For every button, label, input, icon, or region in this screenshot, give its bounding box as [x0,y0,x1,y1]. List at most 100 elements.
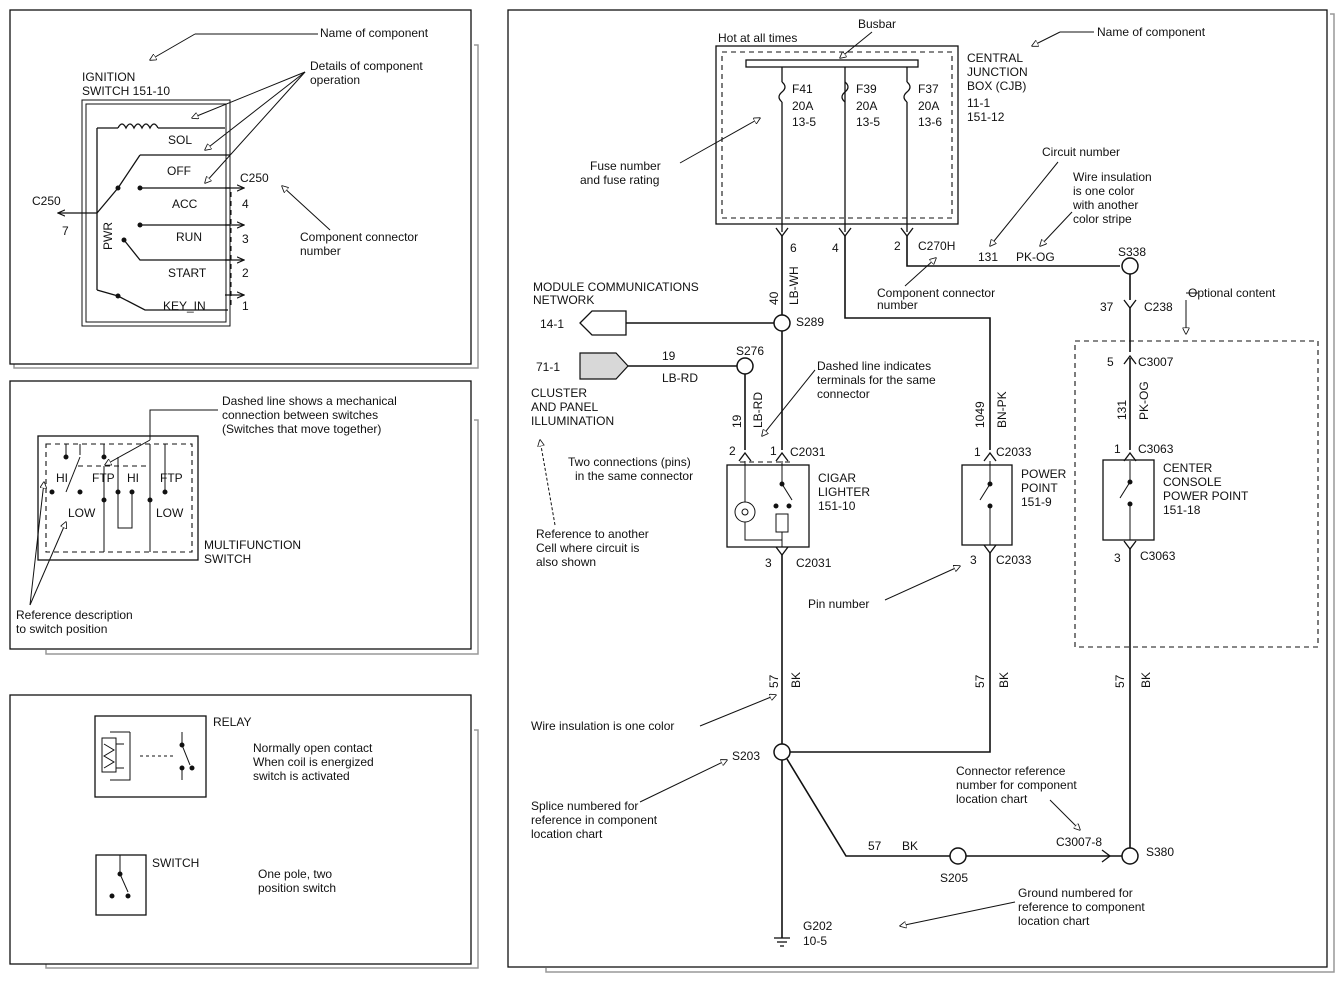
label-fuse-f41: F41 [792,82,813,96]
label-reference-desc-2: to switch position [16,622,107,636]
label-fuse-f41-ref: 13-5 [792,115,816,129]
label-c2031-top: C2031 [790,445,826,459]
splice-s205 [949,847,967,865]
label-center-console-2: CONSOLE [1163,475,1222,489]
label-circuit-57-d: 57 [868,839,882,853]
label-run: RUN [176,230,202,244]
label-cjb-5: 151-12 [967,110,1005,124]
label-dashed-terminals-3: connector [817,387,870,401]
label-circuit-19-a: 19 [662,349,676,363]
label-pin-6: 6 [790,241,797,255]
label-pin-3-cigar: 3 [765,556,772,570]
panel-main-schematic: Hot at all times Busbar Name of componen… [507,9,1335,973]
label-dashed-note-3: (Switches that move together) [222,422,381,436]
label-pwr: PWR [101,222,115,250]
label-circuit-131-b: 131 [1115,400,1129,420]
panel-multifunction-switch: Dashed line shows a mechanical connectio… [9,380,479,655]
label-low-1: LOW [68,506,96,520]
label-pk-og: PK-OG [1016,250,1055,264]
label-pin-4-main: 4 [832,241,839,255]
label-wire-stripe-3: with another [1072,198,1138,212]
label-c238: C238 [1144,300,1173,314]
label-circuit-40: 40 [767,291,781,305]
label-cluster-2: AND PANEL [531,400,598,414]
label-name-of-component: Name of component [320,26,429,40]
label-sol: SOL [168,133,192,147]
label-switch: SWITCH [152,856,199,870]
label-circuit-37: 37 [1100,300,1114,314]
label-relay-note-2: When coil is energized [253,755,374,769]
label-fuse-f39-ref: 13-5 [856,115,880,129]
label-reference-desc-1: Reference description [16,608,133,622]
label-center-console-4: 151-18 [1163,503,1201,517]
label-fuse-f39: F39 [856,82,877,96]
label-bn-pk: BN-PK [995,391,1009,428]
label-dashed-note-1: Dashed line shows a mechanical [222,394,397,408]
label-cluster-3: ILLUMINATION [531,414,614,428]
label-c3007: C3007 [1138,355,1174,369]
label-pin-7: 7 [62,224,69,238]
label-ground-note-2: reference to component [1018,900,1145,914]
label-wire-stripe-2: is one color [1073,184,1134,198]
label-s205: S205 [940,871,968,885]
label-c2033-bottom: C2033 [996,553,1032,567]
label-power-point-3: 151-9 [1021,495,1052,509]
label-c3063-top: C3063 [1138,442,1174,456]
label-circuit-1049: 1049 [973,401,987,428]
label-circuit-number-note: Circuit number [1042,145,1120,159]
label-switch-note-2: position switch [258,881,336,895]
label-cjb-2: JUNCTION [967,65,1028,79]
label-cigar-3: 151-10 [818,499,856,513]
label-s289: S289 [796,315,824,329]
label-c250-left: C250 [32,194,61,208]
label-s338: S338 [1118,245,1146,259]
label-two-connections-1: Two connections (pins) [568,455,691,469]
label-optional: Optional content [1188,286,1276,300]
label-hi-1: HI [56,471,68,485]
label-pin-2-cigar: 2 [729,444,736,458]
label-ftp-1: FTP [92,471,115,485]
label-ignition-switch-2: SWITCH 151-10 [82,84,170,98]
label-power-point-1: POWER [1021,467,1067,481]
label-ignition-switch-1: IGNITION [82,70,135,84]
label-component-connector-2: number [300,244,341,258]
label-fuse-note-2: and fuse rating [580,173,659,187]
label-pin-1-console: 1 [1114,442,1121,456]
label-ref-71-1: 71-1 [536,360,560,374]
label-connector-ref-3: location chart [956,792,1028,806]
label-fuse-f41-rating: 20A [792,99,813,113]
label-fuse-f37-ref: 13-6 [918,115,942,129]
label-reference-note-2: Cell where circuit is [536,541,639,555]
label-comp-connector-note-2: number [877,298,918,312]
label-cigar-2: LIGHTER [818,485,870,499]
label-low-2: LOW [156,506,184,520]
label-c3007-8: C3007-8 [1056,835,1102,849]
label-circuit-19-b: 19 [730,414,744,428]
label-mcn-2: NETWORK [533,293,594,307]
label-cluster-1: CLUSTER [531,386,587,400]
label-lb-rd-a: LB-RD [662,371,698,385]
label-bk-c: BK [1139,672,1153,688]
label-pin-3-power: 3 [970,553,977,567]
label-circuit-57-c: 57 [1113,674,1127,688]
label-ground-note-3: location chart [1018,914,1090,928]
label-two-connections-2: in the same connector [575,469,693,483]
label-pin-1-cigar: 1 [770,444,777,458]
label-dashed-terminals-2: terminals for the same [817,373,936,387]
label-acc: ACC [172,197,198,211]
label-pin-4: 4 [242,197,249,211]
panel-ignition-switch: Name of component Details of component o… [9,9,479,369]
label-ref-14-1: 14-1 [540,317,564,331]
label-relay: RELAY [213,715,251,729]
label-c2033-top: C2033 [996,445,1032,459]
label-hi-2: HI [127,471,139,485]
label-multifunction-2: SWITCH [204,552,251,566]
label-pin-1: 1 [242,299,249,313]
label-pin-5: 5 [1107,355,1114,369]
label-reference-note-1: Reference to another [536,527,649,541]
label-pin-2: 2 [242,266,249,280]
label-g202-1: G202 [803,919,833,933]
label-connector-ref-2: number for component [956,778,1077,792]
label-hot-at-all-times: Hot at all times [718,31,797,45]
